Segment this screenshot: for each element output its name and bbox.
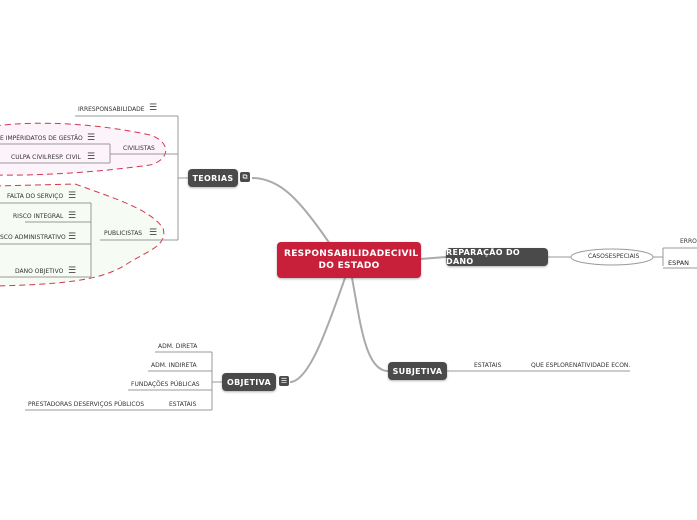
notes-icon[interactable]: ☰ (68, 266, 77, 276)
erro-label[interactable]: ERRO (680, 238, 697, 245)
subjetiva-node[interactable]: SUBJETIVA (388, 362, 447, 380)
objetiva-item[interactable]: ADM. INDIRETA (151, 362, 197, 369)
civilistas-label[interactable]: CIVILISTAS (123, 145, 155, 152)
notes-icon[interactable]: ☰ (149, 103, 158, 113)
casos-especiais-ellipse (570, 248, 654, 266)
notes-icon[interactable]: ☰ (68, 211, 77, 221)
central-topic[interactable]: RESPONSABILIDADECIVIL DO ESTADO (277, 242, 421, 278)
publicistas-item[interactable]: SCO ADMINISTRATIVO (0, 234, 66, 241)
irresponsabilidade-label[interactable]: IRRESPONSABILIDADE (78, 106, 145, 113)
notes-icon[interactable]: ☰ (87, 133, 96, 143)
notes-icon[interactable]: ☰ (68, 232, 77, 242)
civilistas-item[interactable]: CULPA CIVILRESP. CIVIL (11, 154, 81, 161)
external-link-icon[interactable]: ⧉ (240, 172, 250, 182)
casos-especiais-label[interactable]: CASOSESPECIAIS (588, 253, 640, 260)
publicistas-label[interactable]: PUBLICISTAS (104, 230, 143, 237)
notes-icon[interactable]: ☰ (279, 376, 289, 386)
subjetiva-que-label[interactable]: QUE ESPLORENATIVIDADE ECON. (531, 362, 631, 369)
publicistas-item[interactable]: FALTA DO SERVIÇO (7, 193, 64, 200)
objetiva-item[interactable]: ESTATAIS (169, 401, 197, 408)
notes-icon[interactable]: ☰ (68, 191, 77, 201)
reparacao-node[interactable]: REPARAÇÃO DO DANO (446, 248, 548, 266)
publicistas-item[interactable]: DANO OBJETIVO (15, 268, 64, 275)
espan-label[interactable]: ESPAN (668, 259, 690, 267)
subjetiva-estatais-label[interactable]: ESTATAIS (474, 362, 502, 369)
objetiva-node[interactable]: OBJETIVA (222, 373, 276, 391)
notes-icon[interactable]: ☰ (87, 152, 96, 162)
objetiva-item[interactable]: FUNDAÇÕES PÚBLICAS (131, 381, 200, 388)
objetiva-item[interactable]: ADM. DIRETA (158, 343, 198, 350)
publicistas-item[interactable]: RISCO INTEGRAL (13, 213, 64, 220)
civilistas-item[interactable]: E IMPÉRIDATOS DE GESTÃO (0, 135, 83, 142)
teorias-node[interactable]: TEORIAS (188, 169, 238, 187)
prestadoras-label[interactable]: PRESTADORAS DESERVIÇOS PÚBLICOS (28, 401, 145, 408)
notes-icon[interactable]: ☰ (149, 228, 158, 238)
